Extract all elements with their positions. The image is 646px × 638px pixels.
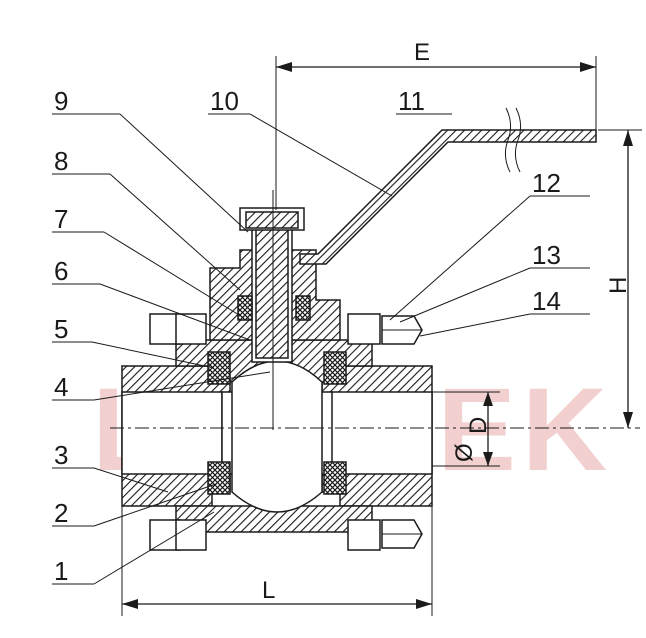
dim-e-label: E (414, 39, 430, 66)
label-3: 3 (54, 440, 68, 470)
dim-l-label: L (262, 577, 275, 604)
dimension-lines: E H D Ø L (121, 39, 642, 616)
label-2: 2 (54, 498, 68, 528)
label-11: 11 (398, 86, 425, 116)
valve-body (110, 313, 640, 551)
dim-h-label: H (605, 277, 632, 294)
label-1: 1 (54, 556, 68, 586)
dim-phi-label: Ø (451, 443, 478, 462)
label-8: 8 (54, 146, 68, 176)
handle-lever (299, 107, 597, 265)
label-4: 4 (54, 372, 68, 402)
label-13: 13 (532, 240, 561, 270)
label-5: 5 (54, 314, 68, 344)
dim-d-label: D (465, 417, 492, 434)
part-labels: 9 8 7 6 5 4 3 2 1 10 11 12 13 14 (54, 86, 561, 586)
label-14: 14 (532, 286, 561, 316)
label-6: 6 (54, 256, 68, 286)
label-7: 7 (54, 204, 68, 234)
label-10: 10 (210, 86, 239, 116)
label-9: 9 (54, 86, 68, 116)
leader-lines (52, 113, 590, 585)
label-12: 12 (532, 168, 561, 198)
